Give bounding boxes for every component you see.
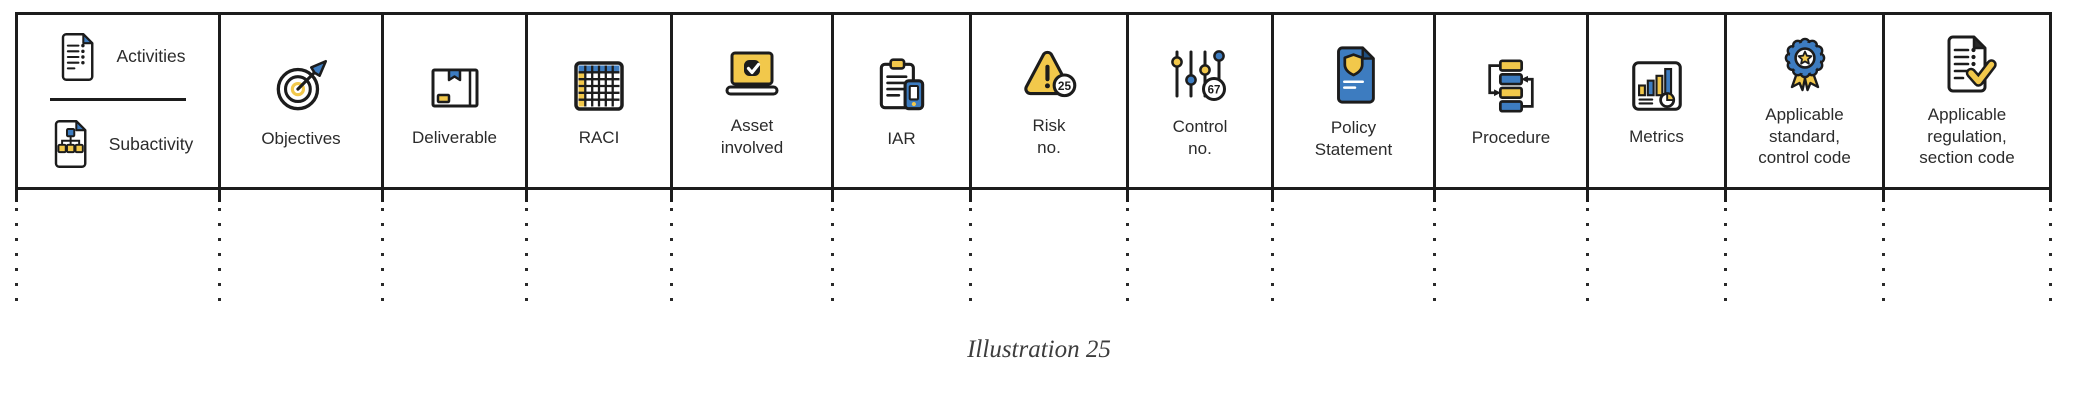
dotted-column-line [1271,208,1274,301]
control-no-label: Control no. [1172,116,1228,158]
column-guide [2049,190,2052,301]
subactivity-label: Subactivity [108,133,194,154]
raci-matrix-icon [574,60,624,111]
subactivity-cell: Subactivity [43,101,194,187]
column-guide [1433,190,1436,301]
raci-label: RACI [578,127,620,147]
risk-no-label: Risk no. [1032,115,1066,157]
asset-involved-label: Asset involved [720,115,784,157]
column-guide [1882,190,1885,301]
dotted-column-line [1433,208,1436,301]
column-guide [670,190,673,301]
column-separator-stub [831,190,834,202]
policy-shield-document-icon [1336,46,1375,104]
column-separator-stub [218,190,221,202]
header-cell-raci: RACI [525,15,670,187]
dotted-column-line [969,208,972,301]
column-separator-stub [2049,190,2052,202]
metrics-label: Metrics [1629,126,1684,146]
bar-chart-report-icon [1631,60,1682,111]
column-guide [969,190,972,301]
column-guide [831,190,834,301]
header-cell-risk-no: 25 Risk no. [969,15,1126,187]
column-guide [218,190,221,301]
dotted-column-line [218,208,221,301]
control-number-badge-text: 67 [1208,84,1221,96]
column-separator-stub [1271,190,1274,202]
iar-label: IAR [887,128,916,148]
column-separator-stub [1126,190,1129,202]
dotted-column-line [1882,208,1885,301]
dotted-column-line [1724,208,1727,301]
template-table-header: Activities Subactivity [15,12,2052,190]
column-separator-stub [525,190,528,202]
header-cell-objectives: Objectives [218,15,381,187]
dotted-column-line [525,208,528,301]
column-separator-stub [1433,190,1436,202]
header-cell-activities-subactivity: Activities Subactivity [18,15,218,187]
target-dart-icon [276,59,328,110]
dotted-column-line [15,208,18,301]
header-cell-asset-involved: Asset involved [670,15,831,187]
dotted-column-line [2049,208,2052,301]
column-guide [15,190,18,301]
objectives-label: Objectives [261,128,341,148]
header-cell-policy-statement: Policy Statement [1271,15,1433,187]
header-cell-control-no: 67 Control no. [1126,15,1271,187]
document-checkmark-icon [1947,35,1997,93]
dotted-column-line [670,208,673,301]
sliders-icon: 67 [1171,49,1226,101]
hierarchy-document-icon [54,120,87,168]
policy-statement-label: Policy Statement [1314,117,1393,159]
column-guide [1724,190,1727,301]
column-guide [525,190,528,301]
column-separator-stub [1882,190,1885,202]
award-rosette-icon [1784,37,1825,92]
header-cell-metrics: Metrics [1586,15,1724,187]
dotted-column-line [381,208,384,301]
applicable-standard-label: Applicable standard, control code [1758,104,1851,168]
header-cell-applicable-regulation: Applicable regulation, section code [1882,15,2049,187]
dotted-column-line [1586,208,1589,301]
activities-label: Activities [116,46,186,67]
header-cell-procedure: Procedure [1433,15,1586,187]
header-cell-applicable-standard: Applicable standard, control code [1724,15,1882,187]
procedure-label: Procedure [1471,127,1551,147]
column-separator-stub [15,190,18,202]
column-guide [1271,190,1274,301]
figure-caption: Illustration 25 [967,336,1111,363]
document-list-icon [62,32,94,81]
risk-number-badge-text: 25 [1058,79,1072,93]
header-cell-deliverable: Deliverable [381,15,525,187]
column-separator-stub [969,190,972,202]
column-separator-stub [1586,190,1589,202]
column-separator-stub [381,190,384,202]
activities-cell: Activities [50,15,186,101]
header-cell-iar: IAR [831,15,969,187]
dotted-column-line [1126,208,1129,301]
warning-triangle-icon: 25 [1024,50,1077,97]
laptop-check-icon [725,51,779,96]
package-box-icon [431,68,478,108]
dotted-column-line [831,208,834,301]
applicable-regulation-label: Applicable regulation, section code [1919,104,2015,168]
column-separator-stub [1724,190,1727,202]
clipboard-phone-icon [879,57,924,110]
column-guide [1126,190,1129,301]
column-guide [381,190,384,301]
flowchart-icon [1488,59,1534,113]
column-separator-stub [670,190,673,202]
deliverable-label: Deliverable [411,127,498,147]
column-guide [1586,190,1589,301]
